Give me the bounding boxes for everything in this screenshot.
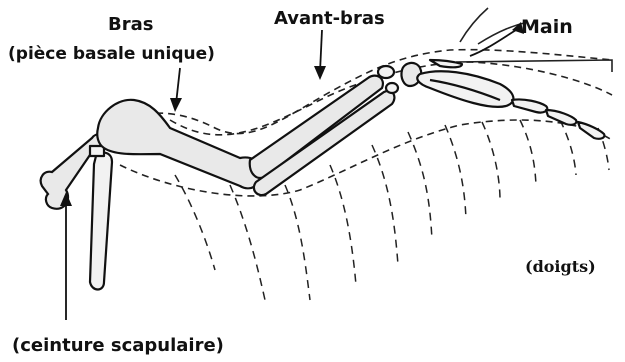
label-ceinture-scapulaire: (ceinture scapulaire): [12, 335, 224, 356]
label-avant-bras: Avant-bras: [274, 8, 385, 29]
rib-line: [285, 185, 310, 300]
label-doigts: (doigts): [525, 257, 596, 276]
rib-line: [408, 132, 432, 240]
digit-bone: [578, 122, 604, 139]
rib-line: [330, 165, 356, 285]
rib-line: [560, 120, 576, 175]
forearm: [250, 76, 395, 195]
rib-line: [520, 120, 536, 185]
rib-line: [445, 125, 466, 220]
scapular-girdle: [41, 135, 112, 290]
rib-line: [482, 122, 500, 200]
humerus: [97, 100, 262, 189]
ulna-bone: [250, 76, 383, 178]
carpal-bone: [386, 83, 398, 93]
label-bras-subtitle: (pièce basale unique): [8, 44, 215, 64]
digit-bone: [546, 110, 576, 125]
label-bras: Bras: [108, 14, 153, 35]
rib-line: [230, 185, 265, 300]
digit-bone: [430, 60, 462, 67]
pointer-avant-bras: [320, 30, 322, 72]
digit-bone: [512, 99, 547, 112]
feather-tip-line: [460, 8, 488, 42]
rib-line: [372, 145, 398, 265]
label-main: Main: [521, 16, 573, 38]
pointer-main: [470, 30, 516, 56]
arrowhead-bras: [170, 98, 182, 112]
arrowhead-avant-bras: [314, 66, 326, 80]
rib-line: [175, 175, 215, 270]
humerus-bone: [97, 100, 262, 189]
hand: [378, 60, 604, 139]
carpal-bone: [378, 66, 394, 78]
coracoid-bone: [90, 153, 112, 290]
wing-leading-edge: [456, 60, 612, 72]
